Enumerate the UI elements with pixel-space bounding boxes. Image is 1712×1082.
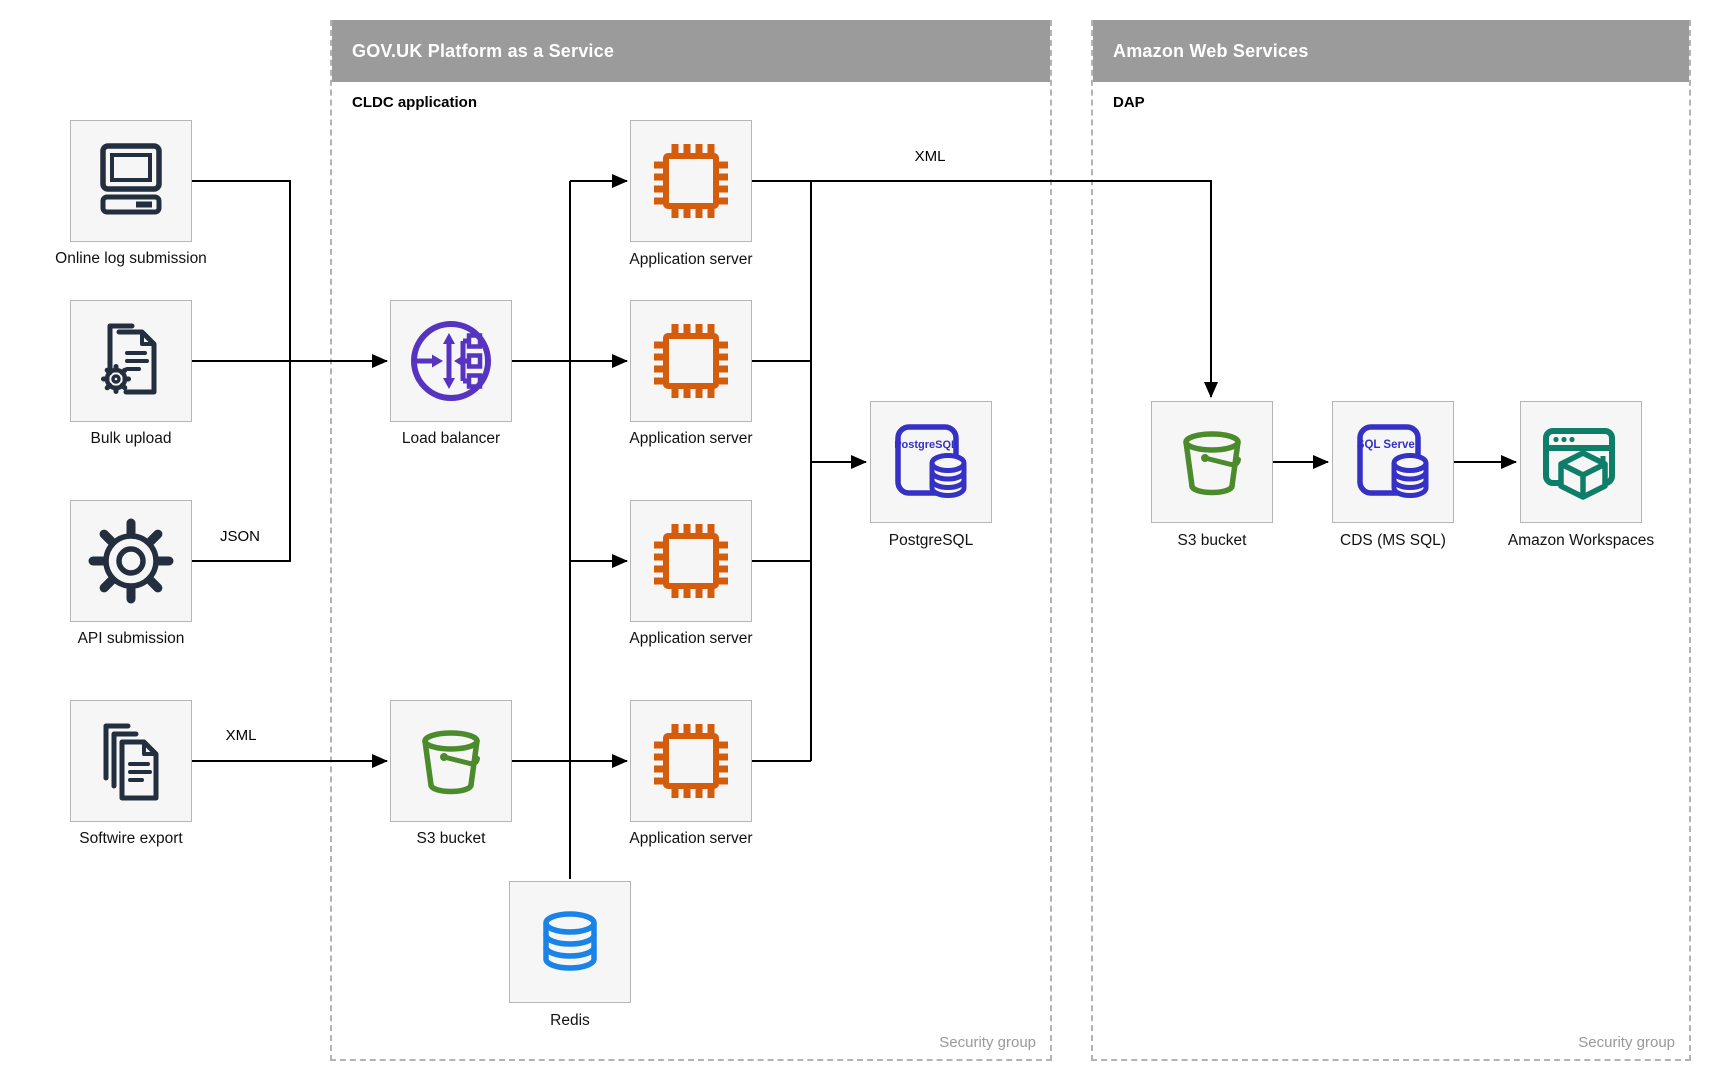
chip-icon bbox=[654, 524, 728, 598]
load-balancer-icon bbox=[411, 321, 491, 401]
node-label: API submission bbox=[77, 630, 185, 647]
node-softwire-export bbox=[70, 700, 192, 822]
node-bulk-upload bbox=[70, 300, 192, 422]
node-label: Application server bbox=[629, 830, 753, 847]
aws-security-group-label: Security group bbox=[1578, 1034, 1675, 1051]
node-cds-mssql: SQL Server bbox=[1332, 401, 1454, 523]
chip-icon bbox=[654, 144, 728, 218]
workspaces-icon bbox=[1543, 428, 1615, 500]
s3-bucket-icon bbox=[422, 730, 480, 795]
chip-icon bbox=[654, 324, 728, 398]
node-label: S3 bucket bbox=[1177, 532, 1247, 549]
node-application-server-1 bbox=[630, 120, 752, 242]
node-application-server-2 bbox=[630, 300, 752, 422]
node-label: Redis bbox=[550, 1012, 590, 1029]
node-label: Application server bbox=[629, 430, 753, 447]
node-application-server-4 bbox=[630, 700, 752, 822]
postgresql-icon-text: PostgreSQL bbox=[894, 439, 958, 451]
node-label: PostgreSQL bbox=[888, 532, 974, 549]
aws-header: Amazon Web Services bbox=[1093, 20, 1689, 82]
node-s3-bucket-paas bbox=[390, 700, 512, 822]
documents-gear-icon bbox=[101, 323, 157, 395]
node-load-balancer bbox=[390, 300, 512, 422]
chip-icon bbox=[654, 724, 728, 798]
node-label: Load balancer bbox=[401, 430, 501, 447]
sql-server-database-icon: SQL Server bbox=[1357, 424, 1429, 498]
node-api-submission bbox=[70, 500, 192, 622]
dap-label: DAP bbox=[1113, 94, 1145, 111]
node-amazon-workspaces bbox=[1520, 401, 1642, 523]
govuk-security-group-label: Security group bbox=[939, 1034, 1036, 1051]
node-label: Amazon Workspaces bbox=[1507, 532, 1655, 549]
govuk-paas-header: GOV.UK Platform as a Service bbox=[332, 20, 1050, 82]
node-label: CDS (MS SQL) bbox=[1340, 532, 1446, 549]
postgresql-icon: PostgreSQL bbox=[894, 424, 967, 498]
node-postgresql: PostgreSQL bbox=[870, 401, 992, 523]
document-stack-icon bbox=[103, 723, 159, 801]
sql-server-icon-text: SQL Server bbox=[1357, 439, 1420, 451]
s3-bucket-icon bbox=[1183, 431, 1241, 496]
desktop-computer-icon bbox=[100, 143, 162, 215]
node-label: Online log submission bbox=[55, 250, 207, 267]
aws-panel: Amazon Web Services DAP Security group bbox=[1091, 20, 1691, 1061]
node-s3-bucket-aws bbox=[1151, 401, 1273, 523]
gear-icon bbox=[88, 518, 174, 604]
node-label: S3 bucket bbox=[416, 830, 486, 847]
node-label: Bulk upload bbox=[90, 430, 172, 447]
edge-label-xml-top: XML bbox=[914, 148, 946, 165]
edge-label-json: JSON bbox=[219, 528, 260, 545]
node-label: Application server bbox=[629, 630, 753, 647]
govuk-paas-panel: GOV.UK Platform as a Service CLDC applic… bbox=[330, 20, 1052, 1061]
node-label: Softwire export bbox=[79, 830, 183, 847]
redis-database-icon bbox=[543, 911, 597, 971]
edge-inputs-merge bbox=[192, 180, 291, 562]
node-application-server-3 bbox=[630, 500, 752, 622]
edge-label-xml-softwire: XML bbox=[225, 727, 257, 744]
cldc-application-label: CLDC application bbox=[352, 94, 478, 111]
node-redis bbox=[509, 881, 631, 1003]
node-online-log-submission bbox=[70, 120, 192, 242]
node-label: Application server bbox=[629, 251, 753, 268]
